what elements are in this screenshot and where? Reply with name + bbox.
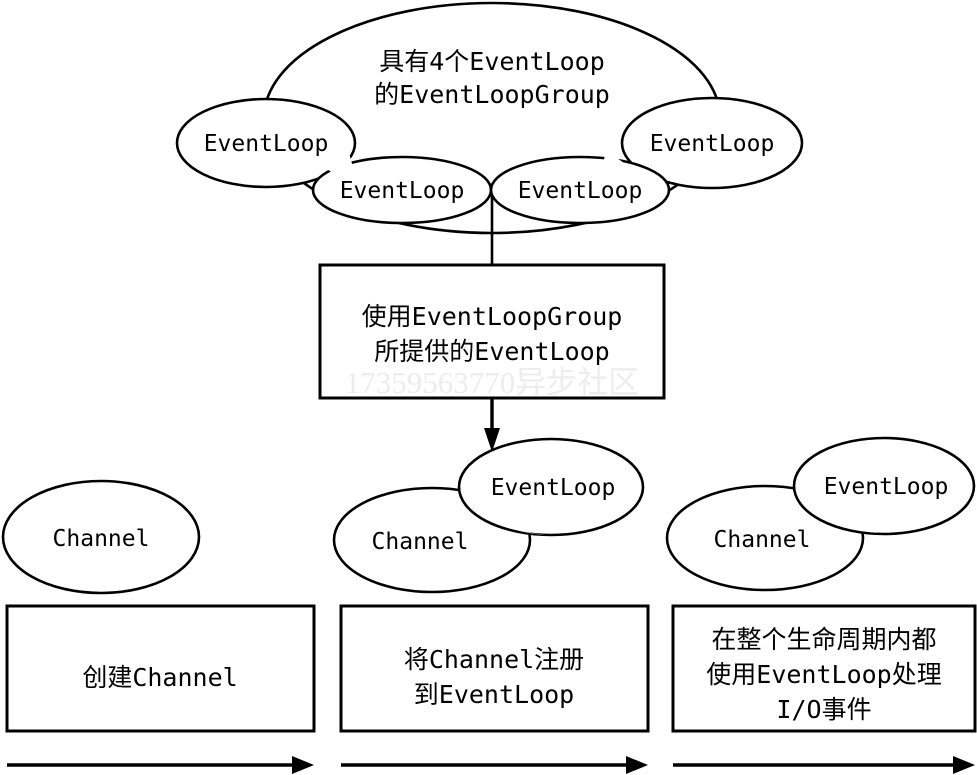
- bottom-box-2[interactable]: 将Channel注册 到EventLoop: [339, 604, 650, 733]
- eventloop-label-3: EventLoop: [824, 474, 949, 500]
- eventloop-ellipse-2[interactable]: [457, 437, 645, 537]
- timeline-arrow-2-head: [626, 756, 648, 774]
- channel-label-3: Channel: [714, 527, 811, 553]
- bottom-box-1-line1: 创建Channel: [82, 663, 237, 692]
- bottom-box-3[interactable]: 在整个生命周期内都 使用EventLoop处理 I/O事件: [671, 604, 977, 733]
- timeline-arrow-3: [673, 756, 975, 774]
- event-loop-group[interactable]: 具有4个EventLoop 的EventLoopGroup EventLoop …: [175, 1, 804, 235]
- middle-box-label-line2: 所提供的EventLoop: [374, 337, 609, 366]
- channel-ellipse-1[interactable]: [1, 479, 201, 595]
- bottom-box-1[interactable]: 创建Channel: [5, 604, 316, 733]
- seam-erase-2: [596, 150, 628, 186]
- timeline-arrow-1: [7, 756, 314, 774]
- bottom-box-3-line1: 在整个生命周期内都: [711, 625, 936, 654]
- group-eventloop-ellipse-1[interactable]: [175, 97, 357, 189]
- channel-label-2: Channel: [372, 529, 469, 555]
- bottom-box-2-line2: 到EventLoop: [414, 680, 574, 709]
- bottom-box-3-outline: [671, 604, 977, 733]
- stage-left-shapes[interactable]: Channel: [1, 479, 201, 595]
- timeline-arrow-3-head: [953, 756, 975, 774]
- watermark-text: 17359563770异步社区: [345, 365, 640, 400]
- group-eventloop-label-1: EventLoop: [204, 131, 329, 157]
- bottom-box-1-outline: [5, 604, 316, 733]
- eventloop-label-2: EventLoop: [491, 475, 616, 501]
- eventloop-ellipse-3[interactable]: [792, 436, 976, 536]
- group-eventloop-label-3: EventLoop: [518, 178, 643, 204]
- stage-middle-shapes[interactable]: Channel EventLoop: [332, 437, 645, 594]
- channel-label-1: Channel: [53, 526, 150, 552]
- bottom-box-3-line3: I/O事件: [776, 695, 871, 724]
- group-eventloop-label-4: EventLoop: [650, 131, 775, 157]
- group-eventloop-ellipse-4[interactable]: [620, 96, 804, 190]
- stage-right-shapes[interactable]: Channel EventLoop: [665, 436, 976, 592]
- group-eventloop-label-2: EventLoop: [340, 178, 465, 204]
- middle-box[interactable]: 使用EventLoopGroup 所提供的EventLoop 173595637…: [318, 263, 666, 400]
- seam-erase-1: [325, 152, 361, 186]
- group-cloud-label-line2: 的EventLoopGroup: [374, 80, 610, 109]
- bottom-box-3-line2: 使用EventLoop处理: [706, 660, 941, 689]
- timeline-arrow-1-head: [292, 756, 314, 774]
- middle-box-label-line1: 使用EventLoopGroup: [362, 302, 623, 331]
- group-eventloop-ellipse-3[interactable]: [489, 155, 671, 225]
- bottom-box-2-line1: 将Channel注册: [404, 645, 584, 674]
- bottom-box-2-outline: [339, 604, 650, 733]
- arrowhead-box-to-eventloop: [484, 428, 500, 452]
- timeline-arrow-2: [341, 756, 648, 774]
- group-cloud-label-line1: 具有4个EventLoop: [379, 47, 605, 76]
